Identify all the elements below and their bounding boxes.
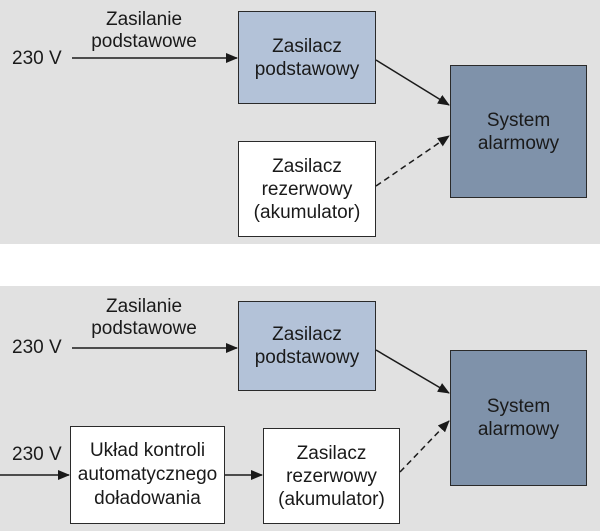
top-primary-power-supply-box: Zasilacz podstawowy [238, 11, 376, 104]
bottom-alarm-system-box: System alarmowy [450, 350, 587, 486]
bottom-input-voltage-label: 230 V [12, 337, 62, 358]
bottom-backup-power-supply-box: Zasilacz rezerwowy (akumulator) [263, 428, 400, 524]
bottom-charger-input-voltage-label: 230 V [12, 444, 62, 465]
bottom-input-label: Zasilanie podstawowe [91, 296, 197, 339]
top-input-label: Zasilanie podstawowe [91, 9, 197, 52]
top-input-voltage-label: 230 V [12, 48, 62, 69]
bottom-backup-to-alarm-arrow [399, 420, 450, 473]
bottom-primary-power-supply-box: Zasilacz podstawowy [238, 301, 376, 391]
bottom-primary-to-alarm-arrow [375, 349, 450, 394]
top-alarm-system-box: System alarmowy [450, 65, 587, 198]
charge-controller-box: Układ kontroli automatycznego doładowani… [70, 426, 225, 524]
top-primary-to-alarm-arrow [375, 59, 450, 106]
top-backup-to-alarm-arrow [375, 135, 450, 187]
top-backup-power-supply-box: Zasilacz rezerwowy (akumulator) [238, 141, 376, 237]
